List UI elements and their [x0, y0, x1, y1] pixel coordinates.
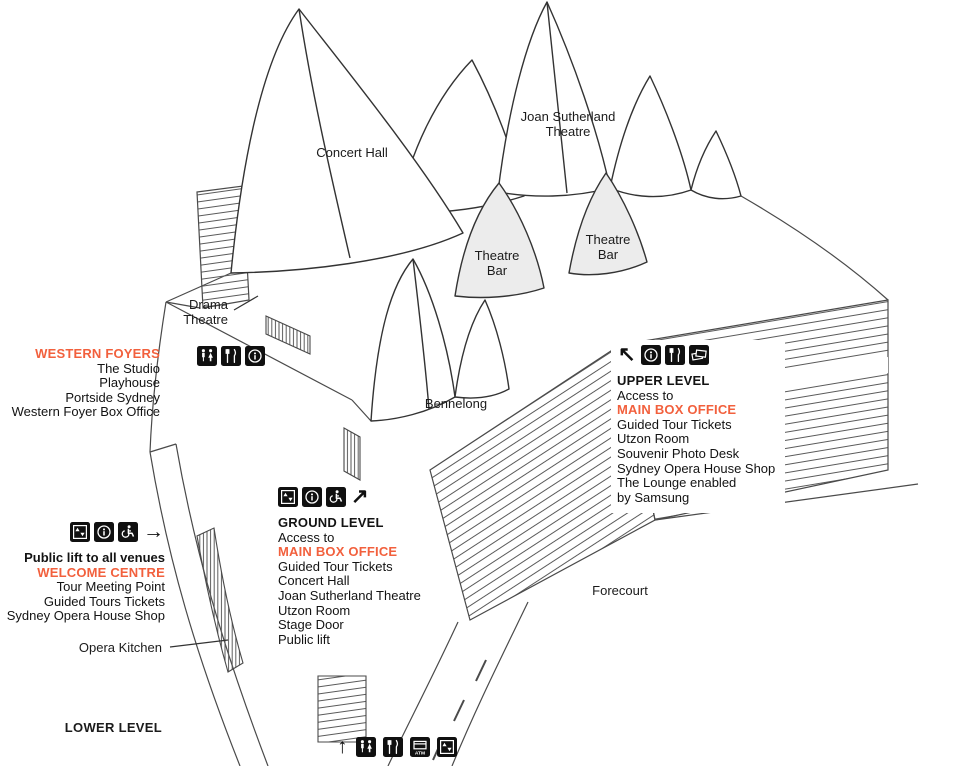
legend-item: Utzon Room	[617, 431, 690, 447]
info-icon	[245, 346, 265, 366]
arrow-up-left-icon: ↖	[618, 343, 636, 366]
broadwalk	[149, 443, 269, 766]
arrow-right-icon: →	[143, 520, 164, 543]
accessibility-icon	[118, 522, 138, 542]
welcome-centre-legend: → Public lift to all venues WELCOME CENT…	[0, 520, 165, 624]
western-foyer-structure	[265, 315, 311, 355]
legend-item: Sydney Opera House Shop	[617, 460, 776, 476]
ground-level-legend: ↗ GROUND LEVEL Access to MAIN BOX OFFICE…	[272, 482, 431, 656]
western-foyers-title: WESTERN FOYERS	[35, 346, 160, 361]
upper-level-legend: ↖ UPPER LEVEL Access to MAIN BOX OFFICE …	[611, 340, 786, 514]
pointer-lines	[169, 295, 259, 648]
legend-item: Tour Meeting Point	[56, 579, 165, 595]
drama-theatre-label: Drama Theatre	[183, 297, 228, 327]
legend-item: Guided Tour Tickets	[617, 416, 732, 432]
legend-item: Guided Tour Tickets	[278, 558, 393, 574]
joan-sutherland-theatre-label: Joan Sutherland Theatre	[520, 109, 616, 139]
info-icon	[302, 487, 322, 507]
lower-level-services-icons: ↑	[336, 735, 457, 758]
ground-level-icons: ↗	[278, 485, 421, 508]
legend-item: The Studio	[97, 360, 160, 376]
info-icon	[641, 345, 661, 365]
food-icon	[221, 346, 241, 366]
tickets-icon	[689, 345, 709, 365]
lift-icon	[437, 737, 457, 757]
legend-item: Portside Sydney	[65, 389, 160, 405]
concert-hall-label: Concert Hall	[316, 145, 388, 160]
lower-stairs	[317, 675, 367, 743]
western-stairs	[196, 185, 250, 309]
legend-item: Playhouse	[99, 375, 160, 391]
theatre-bar-left-label: Theatre Bar	[474, 248, 520, 278]
main-box-office-label: MAIN BOX OFFICE	[278, 544, 398, 560]
atm-icon	[410, 737, 430, 757]
lift-icon	[70, 522, 90, 542]
welcome-centre-title: WELCOME CENTRE	[37, 564, 165, 580]
access-label: Access to	[617, 387, 674, 403]
opera-house-sails	[230, 1, 742, 422]
stage-door-structure	[343, 427, 361, 481]
legend-item: Utzon Room	[278, 602, 351, 618]
opera-kitchen-building	[196, 527, 244, 673]
accessibility-icon	[326, 487, 346, 507]
info-icon	[94, 522, 114, 542]
public-lift-note: Public lift to all venues	[24, 550, 165, 565]
legend-item: Concert Hall	[278, 573, 350, 589]
food-icon	[665, 345, 685, 365]
restroom-icon	[197, 346, 217, 366]
upper-level-title: UPPER LEVEL	[617, 373, 710, 388]
western-foyers-icons	[197, 346, 265, 366]
legend-item: by Samsung	[617, 489, 690, 505]
bennelong-label: Bennelong	[424, 396, 488, 411]
welcome-centre-icons: →	[0, 520, 165, 543]
legend-item: The Lounge enabled	[617, 475, 737, 491]
lower-level-label: LOWER LEVEL	[64, 720, 162, 735]
legend-item: Joan Sutherland Theatre	[278, 587, 421, 603]
arrow-up-right-icon: ↗	[351, 485, 369, 508]
arrow-up-icon: ↑	[337, 735, 348, 758]
ground-level-title: GROUND LEVEL	[278, 515, 384, 530]
legend-item: Stage Door	[278, 617, 344, 633]
lift-icon	[278, 487, 298, 507]
opera-kitchen-label: Opera Kitchen	[78, 640, 162, 655]
restroom-icon	[356, 737, 376, 757]
legend-item: Public lift	[278, 631, 331, 647]
upper-level-icons: ↖	[617, 343, 775, 366]
access-label: Access to	[278, 529, 335, 545]
legend-item: Sydney Opera House Shop	[6, 608, 165, 624]
food-icon	[383, 737, 403, 757]
legend-item: Souvenir Photo Desk	[617, 445, 740, 461]
legend-item: Western Foyer Box Office	[11, 404, 160, 420]
main-box-office-label: MAIN BOX OFFICE	[617, 402, 737, 418]
forecourt-label: Forecourt	[592, 583, 648, 598]
legend-item: Guided Tours Tickets	[43, 593, 165, 609]
theatre-bar-right-label: Theatre Bar	[585, 232, 631, 262]
western-foyers-legend: WESTERN FOYERS The Studio Playhouse Port…	[0, 346, 160, 420]
